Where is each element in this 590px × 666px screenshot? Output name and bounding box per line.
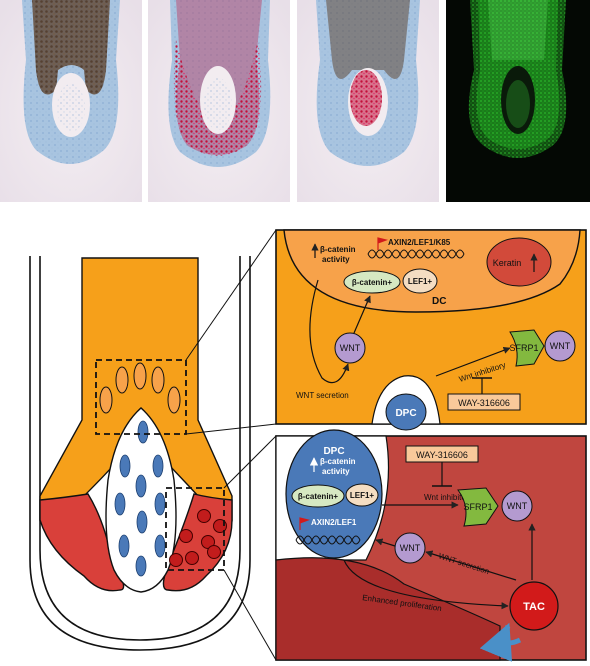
keratin-cell	[486, 237, 552, 287]
bottom-way-label: WAY-316606	[416, 450, 468, 460]
top-bcat-plus-label: β-catenin+	[352, 278, 393, 287]
tac-label: TAC	[523, 601, 545, 613]
bottom-bcat-activity-2: activity	[322, 467, 350, 476]
bottom-gene-label: AXIN2/LEF1	[311, 518, 357, 527]
top-bcat-activity-1: β-catenin	[320, 245, 356, 254]
dermal-papilla-cells	[114, 420, 166, 577]
bottom-sfrp1	[457, 487, 499, 527]
bottom-bcat-plus-label: β-catenin+	[298, 492, 339, 501]
bottom-bcat-plus	[291, 484, 345, 508]
follicle-schematic	[29, 229, 277, 661]
top-bcat-plus	[343, 270, 401, 294]
top-gene-label: AXIN2/LEF1/K85	[388, 238, 451, 247]
top-wnt-right-label: WNT	[550, 341, 571, 351]
top-bcat-activity-2: activity	[322, 255, 350, 264]
bottom-lef1-plus	[345, 483, 379, 507]
top-way-box	[447, 393, 521, 411]
red-matrix-right	[162, 493, 233, 592]
tac-cells-schematic	[169, 509, 227, 567]
bottom-bcat-activity-1: β-catenin	[320, 457, 356, 466]
top-sfrp1	[509, 329, 545, 367]
bottom-wnt-inhibitory-label: Wnt inhibitory	[424, 493, 472, 502]
top-wnt-left	[334, 332, 366, 364]
top-wnt-right	[544, 330, 576, 362]
bottom-lef1-plus-label: LEF1+	[350, 491, 375, 500]
micrograph-1-ihc-brown	[0, 0, 142, 202]
tac-panel: DPC β-catenin activity β-catenin+ LEF1+ …	[275, 429, 587, 662]
top-wnt-left-label: WNT	[340, 343, 361, 353]
top-wnt-secretion-label: WNT secretion	[296, 391, 349, 400]
micrograph-3-ihc-red-papilla	[297, 0, 439, 202]
bottom-sfrp1-label: SFRP1	[463, 502, 492, 512]
micrograph-2-ihc-red-matrix	[148, 0, 290, 202]
top-dpc-label: DPC	[395, 408, 416, 419]
keratin-label: Keratin	[493, 258, 522, 268]
micrograph-4-immunofluorescence-green	[446, 0, 590, 202]
top-lef1-plus	[402, 268, 438, 294]
top-dpc-cell	[385, 393, 427, 431]
top-lef1-plus-label: LEF1+	[408, 277, 433, 286]
dc-cells-schematic	[99, 362, 181, 414]
dc-panel: Keratin β-catenin activity AXIN2/LEF1/K8…	[275, 229, 587, 431]
dc-label: DC	[432, 296, 446, 307]
bottom-wnt-right	[501, 490, 533, 522]
bottom-wnt-center-label: WNT	[400, 543, 421, 553]
proliferation-cycle-arrow	[479, 622, 522, 662]
top-way-label: WAY-316606	[458, 398, 510, 408]
bottom-dpc-label: DPC	[323, 446, 344, 457]
bottom-wnt-right-label: WNT	[507, 501, 528, 511]
tac-cell	[509, 581, 559, 631]
dc-zoom-box	[95, 359, 187, 435]
top-sfrp1-label: SFRP1	[509, 343, 538, 353]
bottom-wnt-center	[394, 532, 426, 564]
